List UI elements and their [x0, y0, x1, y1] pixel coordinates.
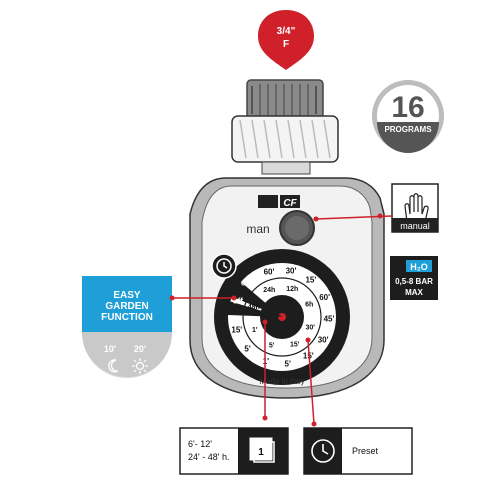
- dial-outer-label-6: 45': [324, 314, 335, 323]
- time-a: 10': [104, 344, 116, 354]
- dial-inner-label-2: 12h: [286, 286, 298, 293]
- made-in-label: Made in Italy: [259, 377, 304, 386]
- brand-logo: CF: [258, 195, 300, 209]
- calendar-number: 1: [258, 447, 264, 458]
- clock-icon: [311, 439, 335, 463]
- man-label: man: [246, 222, 269, 236]
- hand-icon: [404, 193, 429, 223]
- dial-inner-label-4: 30': [305, 325, 315, 332]
- calendar-icon: [249, 437, 273, 461]
- easy-garden-badge: EASY GARDEN FUNCTION 10' 20': [82, 276, 172, 378]
- dial-inner-label-3: 6h: [305, 302, 313, 309]
- dial-outer-label-3: 30': [286, 267, 297, 276]
- sun-icon: [132, 358, 148, 374]
- pressure-box: H₂O 0,5-8 BAR MAX: [390, 256, 438, 300]
- dial-outer-label-5: 60': [319, 293, 330, 302]
- interval-line2: 24' - 48' h.: [188, 452, 229, 462]
- easy-title-2: GARDEN: [105, 301, 148, 312]
- pressure-line1: 0,5-8 BAR: [395, 277, 433, 286]
- easy-title-1: EASY: [113, 290, 141, 301]
- brand-text: CF: [283, 198, 297, 209]
- threaded-connector: [231, 79, 339, 175]
- programs-badge: 16 PROGRAMS: [372, 80, 444, 153]
- dial-outer-label-9: 5': [285, 359, 291, 368]
- dial-inner-label-0: 48h: [248, 304, 260, 311]
- moon-icon: [108, 359, 119, 373]
- dial-outer-label-0: off: [233, 297, 244, 306]
- connector-size-pin: 3/4" F: [258, 10, 314, 70]
- dial-outer-label-8: 15': [303, 352, 314, 361]
- manual-label: manual: [400, 221, 430, 231]
- dial-inner-label-6: 5': [269, 343, 275, 350]
- programs-number: 16: [391, 91, 424, 124]
- dial-inner-label-1: 24h: [263, 287, 275, 294]
- dial-outer-label-4: 15': [305, 276, 316, 285]
- dial-outer-label-7: 30': [318, 336, 329, 345]
- easy-title-3: FUNCTION: [101, 312, 153, 323]
- pressure-line2: MAX: [405, 288, 423, 297]
- interval-line1: 6'- 12': [188, 439, 212, 449]
- dial-outer-label-10: 1': [263, 357, 269, 366]
- dial-labels: offeasy60'30'15'60'45'30'15'5'1'5'15'48h…: [231, 267, 334, 369]
- interval-box: 6'- 12' 24' - 48' h. 1: [179, 427, 289, 475]
- pin-line2: F: [283, 39, 289, 50]
- manual-box: manual: [391, 183, 439, 233]
- dial-outer-label-11: 5': [244, 345, 250, 354]
- pin-line1: 3/4": [277, 26, 296, 37]
- dial-outer-label-1: easy: [241, 278, 259, 287]
- dial-outer-label-12: 15': [231, 326, 242, 335]
- dial-inner-label-7: 1': [252, 327, 258, 334]
- time-b: 20': [134, 344, 146, 354]
- dial-outer-label-2: 60': [264, 268, 275, 277]
- programs-label: PROGRAMS: [384, 125, 432, 134]
- h2o-label: H₂O: [410, 262, 428, 272]
- preset-label: Preset: [352, 446, 379, 456]
- preset-box: Preset: [303, 427, 413, 475]
- dial-inner-label-5: 15': [290, 342, 300, 349]
